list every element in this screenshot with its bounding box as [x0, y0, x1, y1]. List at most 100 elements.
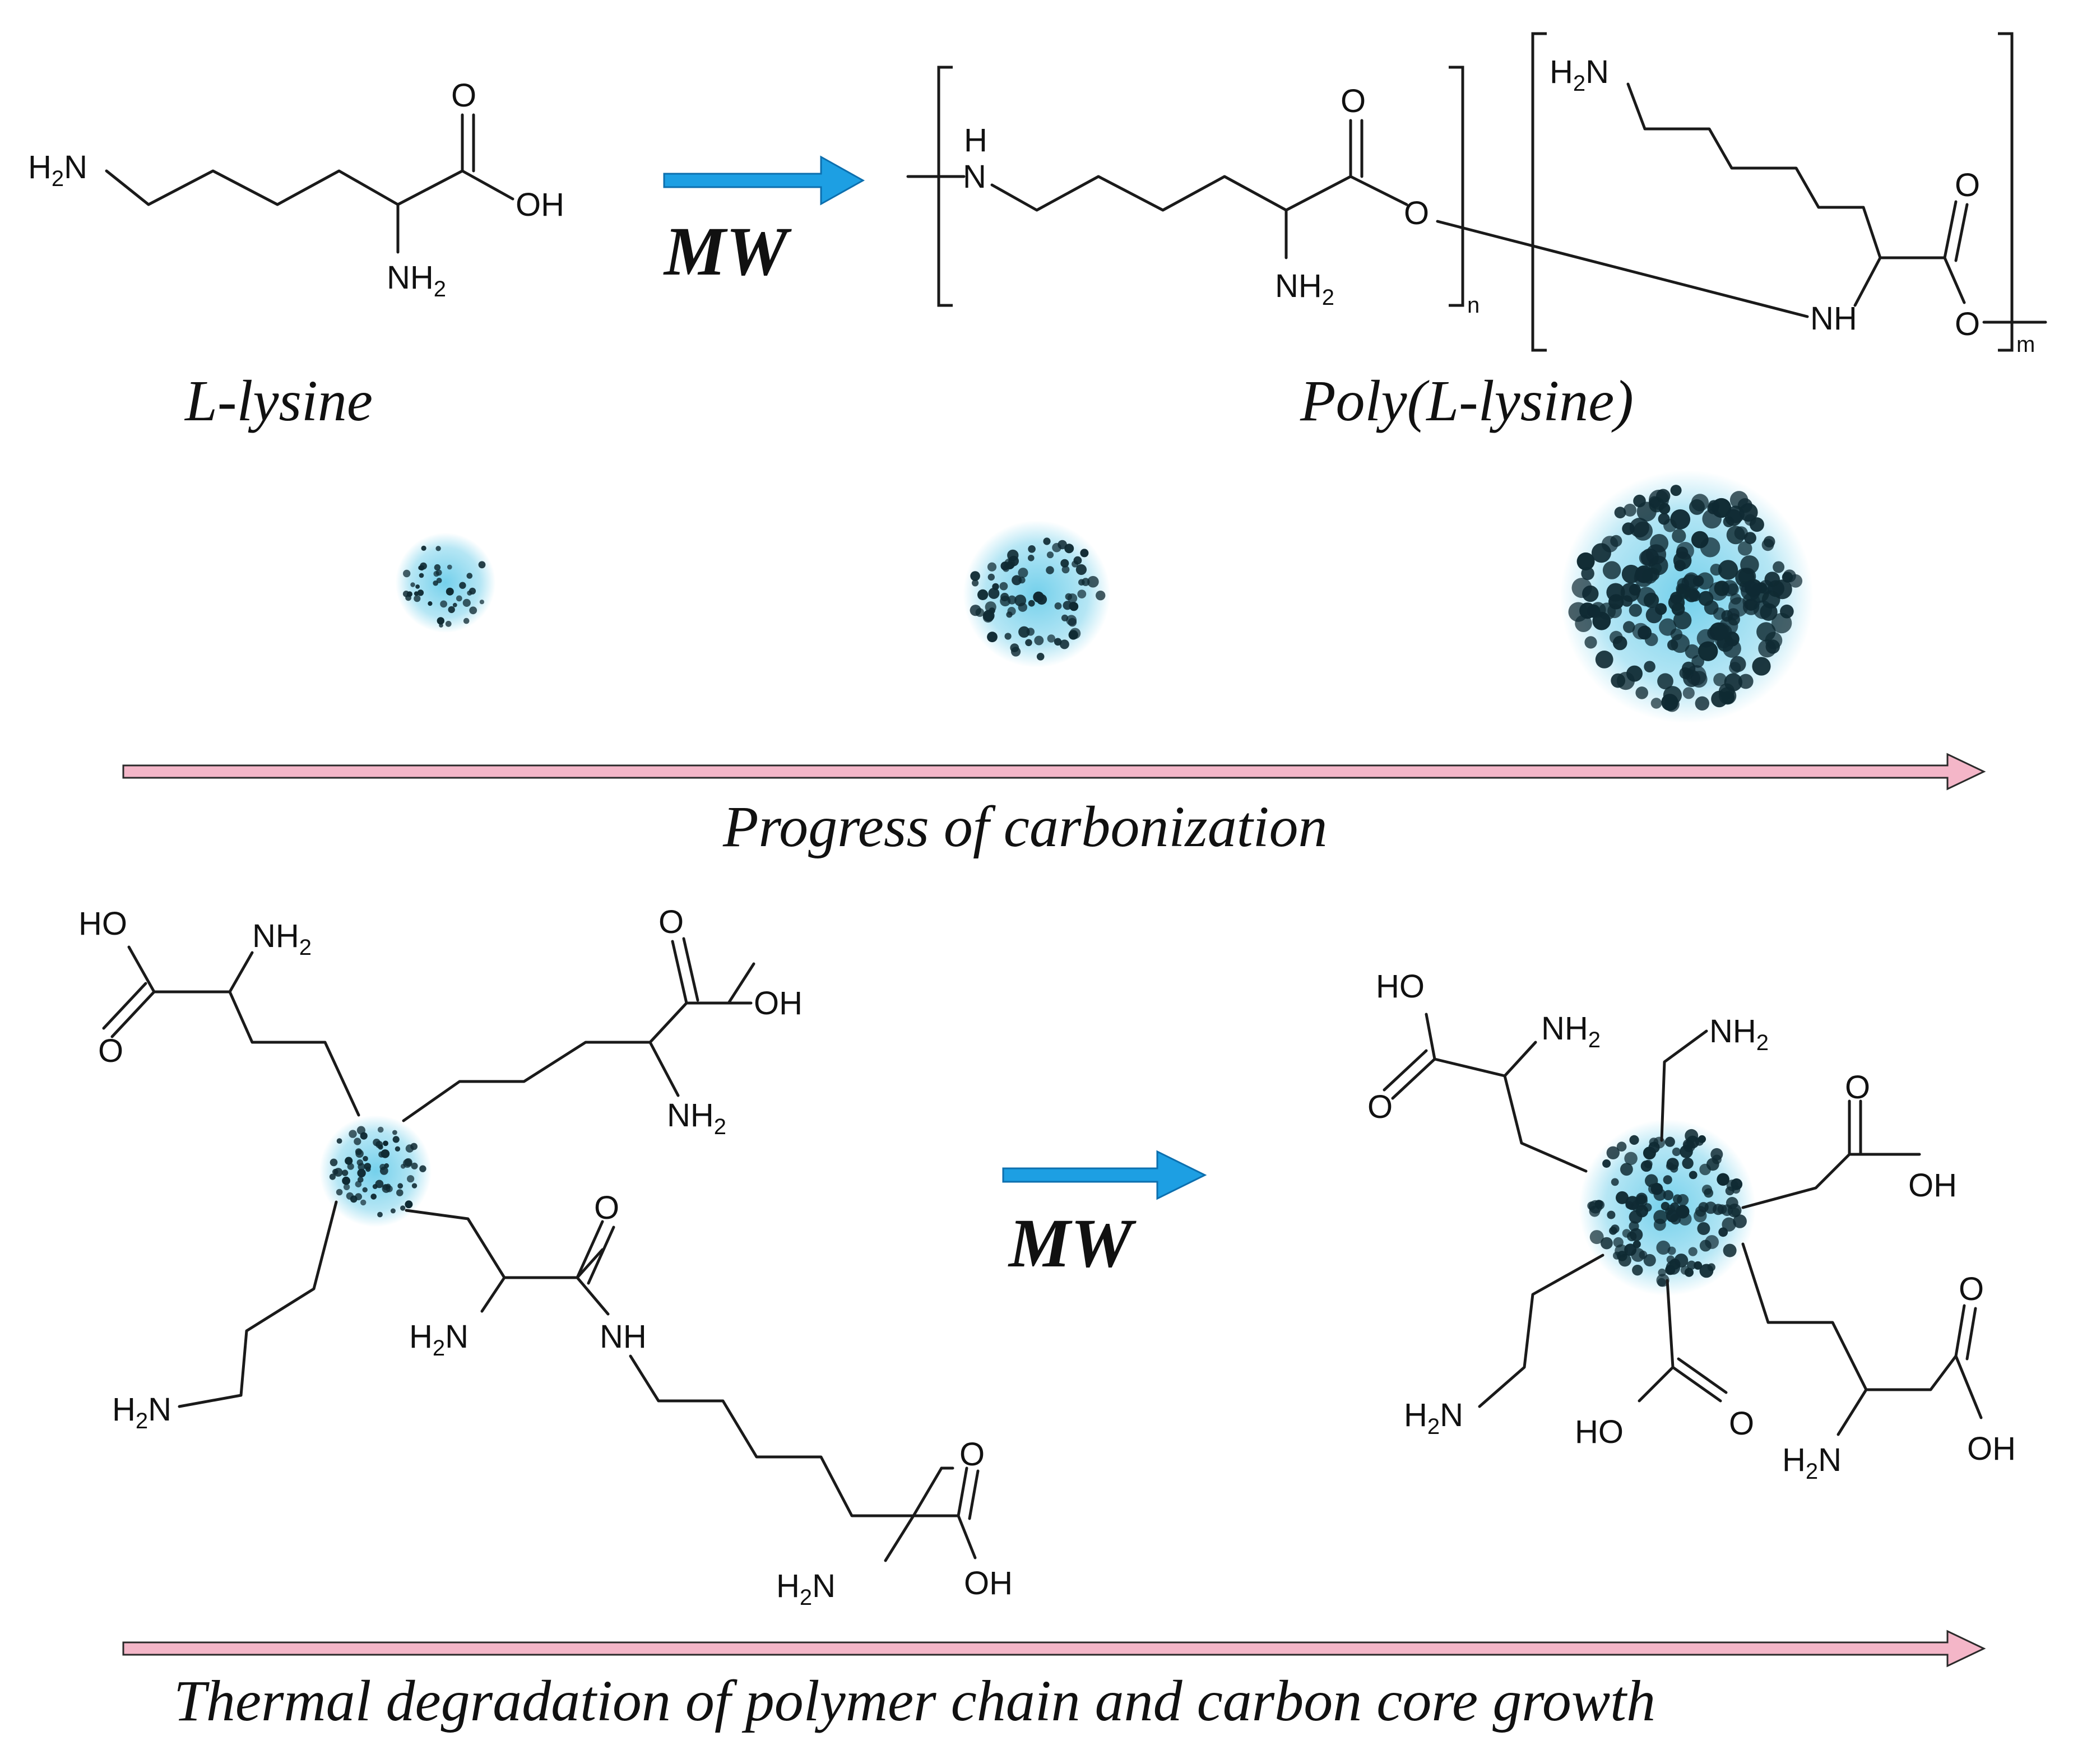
core-particle	[396, 1189, 404, 1196]
mw-label-top: MW	[663, 213, 792, 290]
atom-ho-b: HO	[1575, 1414, 1624, 1450]
core-particle	[1632, 623, 1649, 640]
core-particle	[1663, 686, 1682, 705]
core-particle	[377, 1211, 383, 1218]
poly-carbonyl-bond	[1349, 119, 1364, 178]
core-particle	[1718, 1227, 1728, 1237]
atom-o-ur: O	[658, 904, 684, 940]
b-arm-bond	[1638, 1279, 1675, 1403]
core-particle	[1733, 1214, 1747, 1228]
core-particle	[1066, 615, 1077, 626]
core-particle	[1718, 687, 1737, 705]
ll-arm-bond	[178, 1200, 338, 1408]
atom-h: H	[964, 122, 987, 159]
atom-nh2-t: NH2	[1709, 1013, 1769, 1055]
atom-h2n-poly: H2N	[1550, 54, 1609, 96]
core-particle	[1632, 1265, 1643, 1276]
core-particle	[1655, 603, 1667, 615]
core-particle	[456, 595, 462, 602]
atom-h2n-lr: H2N	[409, 1319, 469, 1361]
atom-h2n-ll: H2N	[112, 1391, 171, 1433]
core-particle	[1625, 1201, 1634, 1209]
bracket-n-left	[937, 66, 953, 307]
core-particle	[433, 580, 438, 586]
core-particle	[330, 1158, 338, 1167]
core-particle	[1034, 635, 1044, 646]
core-particle	[414, 595, 421, 602]
core-particle	[1725, 509, 1742, 526]
core-particle	[1677, 1194, 1689, 1206]
core-particle	[362, 1187, 368, 1192]
atom-nh2-ur: NH2	[667, 1097, 726, 1139]
core-particle	[1695, 696, 1709, 711]
core-particle	[435, 546, 441, 551]
core-particle	[355, 1149, 364, 1158]
l-lysine-label: L-lysine	[184, 369, 373, 433]
lr-oh-bond	[957, 1514, 977, 1559]
ur-carbonyl-bond	[671, 937, 699, 1005]
core-particle	[1689, 499, 1705, 515]
core-particle	[1611, 1224, 1620, 1233]
core-particle	[1663, 518, 1677, 532]
core-particle	[1608, 594, 1624, 610]
core-particle	[360, 1132, 368, 1140]
core-particle	[406, 591, 412, 597]
core-particle	[1028, 600, 1035, 607]
core-particle	[445, 620, 452, 627]
core-particle	[343, 1183, 350, 1190]
mw-label-bottom: MW	[1008, 1205, 1137, 1282]
core-particle	[1612, 635, 1627, 651]
core-particle	[377, 1126, 384, 1133]
core-particle	[1624, 503, 1636, 517]
core-particle	[1656, 1240, 1671, 1255]
core-particle	[1701, 1185, 1712, 1195]
core-particle	[1047, 634, 1056, 643]
atom-oh-lr: OH	[964, 1565, 1013, 1601]
atom-oh-ur: OH	[754, 985, 803, 1022]
core-particle	[397, 1183, 404, 1189]
core-particle	[363, 1155, 368, 1162]
core-particle	[395, 1146, 401, 1152]
core-particle	[336, 1138, 342, 1144]
core-particle	[1036, 653, 1045, 661]
atom-h2n: H2N	[28, 149, 87, 191]
core-particle	[1671, 634, 1690, 653]
core-particle	[1645, 544, 1667, 565]
core-particle	[1610, 535, 1622, 547]
core-particle	[349, 1130, 357, 1138]
lr-amine-bond	[480, 1276, 506, 1313]
core-particle	[1664, 1136, 1675, 1147]
atom-o-lr2: O	[959, 1436, 985, 1473]
carbon-dot-structure: HO O NH2 NH2 O OH H2N O HO O OH H2N	[1367, 968, 2016, 1484]
atom-nh2-ul: NH2	[252, 918, 312, 960]
core-particle	[1676, 542, 1694, 560]
core-particle	[1633, 521, 1653, 541]
core-particle	[1643, 1254, 1656, 1267]
core-particle	[1773, 561, 1785, 573]
core-particle	[466, 573, 473, 579]
core-particle	[1648, 496, 1661, 508]
core-particle	[357, 1168, 366, 1178]
core-particle	[1063, 601, 1072, 610]
atom-nh-poly: NH	[1810, 300, 1857, 337]
poly-chain-bond	[990, 175, 1408, 212]
core-particle	[415, 584, 420, 589]
core-particle	[332, 1168, 338, 1175]
lr-carbonyl3-bond	[957, 1466, 980, 1520]
core-particle	[354, 1138, 361, 1145]
core-particle	[1708, 500, 1720, 512]
core-particle	[346, 1192, 354, 1200]
br-oh-bond	[1954, 1354, 1983, 1419]
core-particle	[1650, 698, 1662, 709]
t-arm-bond	[1660, 1029, 1708, 1142]
core-particle	[1607, 1210, 1616, 1219]
core-particle	[1571, 578, 1592, 598]
atom-o-poly: O	[1341, 83, 1366, 119]
core-particle	[1738, 674, 1754, 689]
core-particle	[1059, 639, 1069, 649]
core-particle	[1644, 661, 1655, 672]
core-particle	[467, 590, 472, 596]
core-particle	[1620, 1163, 1633, 1176]
core-particle	[1710, 564, 1722, 576]
b-carbonyl-bond	[1671, 1357, 1728, 1403]
